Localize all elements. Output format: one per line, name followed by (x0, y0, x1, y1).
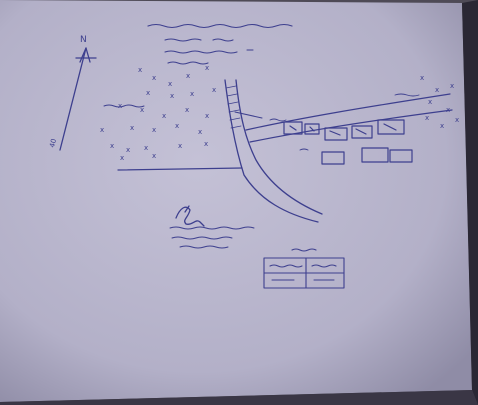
tree-mark: x (144, 144, 148, 152)
tree-mark: x (168, 80, 172, 88)
building-cluster (283, 119, 413, 165)
tree-mark: x (120, 154, 124, 162)
tree-mark: x (152, 74, 156, 82)
plot-label (103, 104, 145, 108)
tree-mark: x (190, 90, 194, 98)
tree-mark: x (455, 116, 459, 124)
north-label: N (80, 35, 87, 45)
ground-line-right (234, 111, 263, 119)
handwritten-heading (147, 23, 293, 65)
tree-mark: x (170, 92, 174, 100)
tree-mark: x (126, 146, 130, 154)
tree-mark: x (205, 64, 209, 72)
tree-mark: x (178, 142, 182, 150)
tree-mark: x (446, 106, 450, 114)
tree-mark: x (138, 66, 142, 74)
tree-mark: x (185, 106, 189, 114)
tree-mark: x (152, 152, 156, 160)
signature (175, 205, 205, 227)
tree-mark: x (100, 126, 104, 134)
tree-mark: x (198, 128, 202, 136)
tree-mark: x (130, 124, 134, 132)
table-corner (0, 390, 478, 405)
north-arrow (59, 47, 97, 151)
official-designation-text (169, 226, 255, 249)
road-left-edge (224, 79, 319, 223)
road-right-edge (235, 79, 323, 215)
tree-mark: x (425, 114, 429, 122)
tree-mark: x (110, 142, 114, 150)
tree-mark: x (118, 102, 122, 110)
tree-mark: x (440, 122, 444, 130)
table-surface (462, 0, 478, 405)
road-hatch (225, 85, 242, 129)
building-annotations (269, 93, 420, 151)
tree-mark: x (420, 74, 424, 82)
branch-road-lower (249, 109, 453, 143)
inset-diagram (263, 248, 345, 289)
tree-mark: x (140, 106, 144, 114)
tree-mark: x (175, 122, 179, 130)
tree-mark: x (186, 72, 190, 80)
tree-mark: x (204, 140, 208, 148)
tree-mark: x (450, 82, 454, 90)
tree-mark: x (152, 126, 156, 134)
tree-mark: x (212, 86, 216, 94)
tree-mark: x (435, 86, 439, 94)
tree-mark: x (146, 89, 150, 97)
tree-mark: x (428, 98, 432, 106)
tree-mark: x (162, 112, 166, 120)
branch-road-upper (245, 93, 451, 131)
ground-line (117, 167, 243, 171)
scale-label: 40 (48, 138, 58, 149)
tree-mark: x (205, 112, 209, 120)
